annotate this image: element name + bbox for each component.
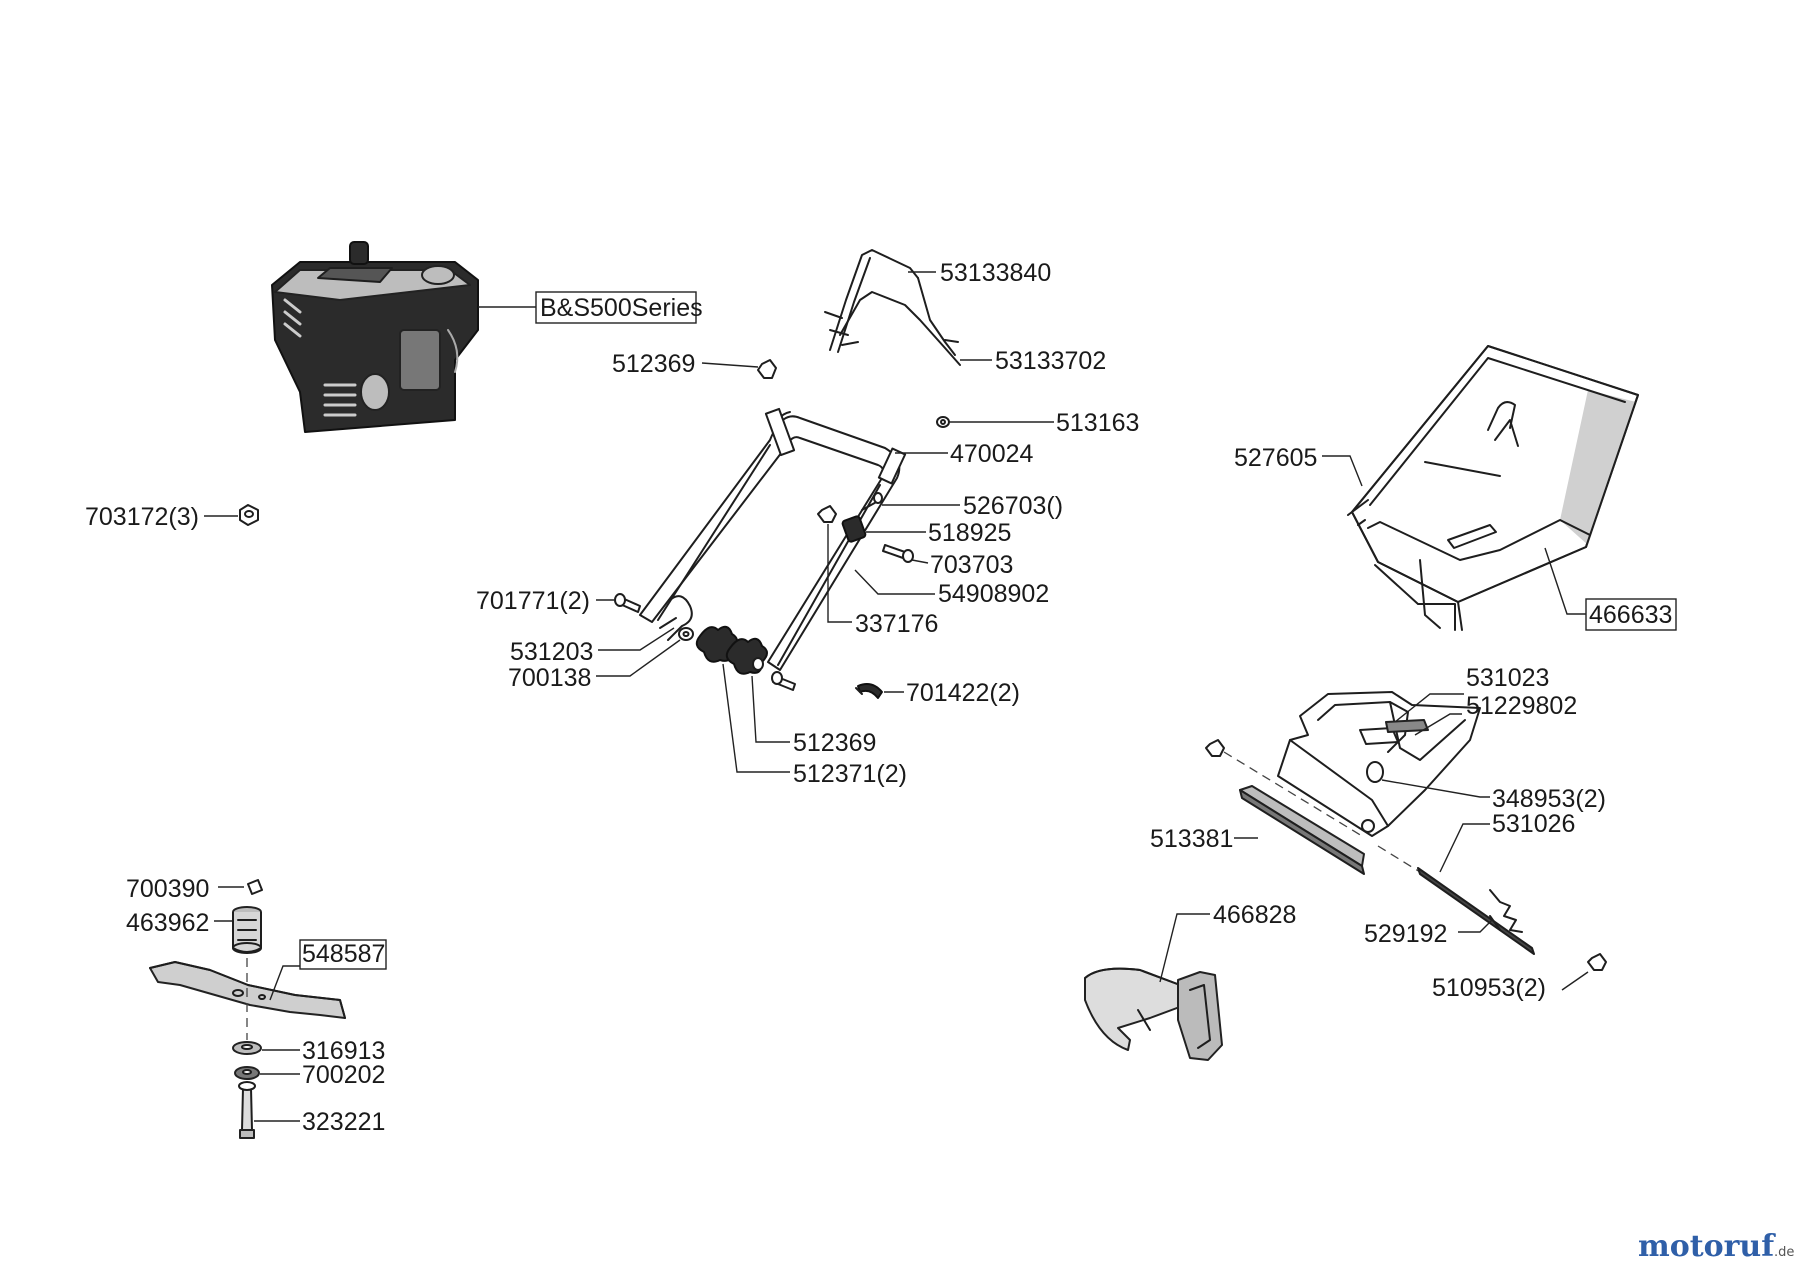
axle-531026-illustration: [1417, 867, 1535, 955]
nut-512369-bottom-label: 512369: [793, 729, 876, 757]
axle-nut-left-icon: [1205, 739, 1225, 757]
nut-512369-top-label: 512369: [612, 350, 695, 378]
washer-513163-icon: [936, 416, 950, 428]
nut-337176-icon: [817, 505, 837, 523]
adapter-463962-label: 463962: [126, 909, 209, 937]
washer-700202-label: 700202: [302, 1061, 385, 1089]
deflector-513381-label: 513381: [1150, 825, 1233, 853]
clip-701422-label: 701422(2): [906, 679, 1020, 707]
blade-548587-box: [299, 939, 387, 970]
cable-clamp-illustration: [841, 492, 883, 543]
washer-700202-icon: [234, 1066, 260, 1080]
washer-700138-label: 700138: [508, 664, 591, 692]
axle-alignment-line: [1223, 751, 1421, 873]
bolt-323221-label: 323221: [302, 1108, 385, 1136]
nut-703172-icon: [239, 504, 259, 526]
catcher-466633-box: [1585, 598, 1677, 631]
handle-bracket-illustration: [824, 249, 961, 366]
knob-512371-label: 512371(2): [793, 760, 907, 788]
nut-510953-label: 510953(2): [1432, 974, 1546, 1002]
bracket-53133702-label: 53133702: [995, 347, 1106, 375]
motoruf-watermark-logo: motoruf .de: [1638, 1229, 1794, 1264]
washer-316913-icon: [232, 1041, 262, 1055]
nut-703172-label: 703172(3): [85, 503, 199, 531]
part-348953-label: 348953(2): [1492, 785, 1606, 813]
bolt-323221-icon: [238, 1081, 256, 1139]
svg-text:motoruf: motoruf: [1638, 1229, 1776, 1264]
handle-54908902-label: 54908902: [938, 580, 1049, 608]
part-526703-label: 526703(): [963, 492, 1063, 520]
bracket-53133840-label: 53133840: [940, 259, 1051, 287]
deflector-513381-illustration: [1239, 785, 1365, 875]
catcher-527605-label: 527605: [1234, 444, 1317, 472]
blade-548587-label: 548587: [302, 940, 385, 968]
axle-531026-label: 531026: [1492, 810, 1575, 838]
bolt-701771-label: 701771(2): [476, 587, 590, 615]
catcher-466633-label: 466633: [1589, 601, 1672, 629]
washer-700138-icon: [678, 627, 694, 641]
washer-513163-label: 513163: [1056, 409, 1139, 437]
part-51229802-label: 51229802: [1466, 692, 1577, 720]
grass-catcher-illustration: [1347, 345, 1639, 631]
engine-illustration: [271, 241, 479, 433]
washer-316913-label: 316913: [302, 1037, 385, 1065]
handle-bolt-icon: [771, 671, 796, 691]
clip-701422-icon: [855, 683, 883, 699]
blade-key-700390-icon: [247, 879, 263, 895]
spring-531203-icon: [659, 595, 693, 641]
key-700390-label: 700390: [126, 875, 209, 903]
part-337176-label: 337176: [855, 610, 938, 638]
mulch-466828-label: 466828: [1213, 901, 1296, 929]
part-518925-label: 518925: [928, 519, 1011, 547]
bolt-701771-icon: [614, 593, 641, 613]
rear-flap-illustration: [1277, 691, 1481, 837]
star-knob-icons: [695, 625, 768, 675]
spring-529192-label: 529192: [1364, 920, 1447, 948]
nut-512369-top-icon: [757, 359, 777, 379]
blade-adapter-463962-icon: [232, 906, 262, 954]
mulch-plug-illustration: [1084, 967, 1223, 1061]
engine-label-box: [535, 291, 697, 324]
handle-470024-label: 470024: [950, 440, 1034, 468]
main-handle-illustration: [639, 407, 907, 671]
screw-703703-icon: [882, 544, 914, 563]
part-531023-label: 531023: [1466, 664, 1549, 692]
part-531203-label: 531203: [510, 638, 593, 666]
svg-text:.de: .de: [1774, 1245, 1794, 1260]
engine-label: B&S500Series: [540, 294, 703, 322]
screw-703703-label: 703703: [930, 551, 1013, 579]
axle-nut-right-icon: [1587, 953, 1607, 971]
